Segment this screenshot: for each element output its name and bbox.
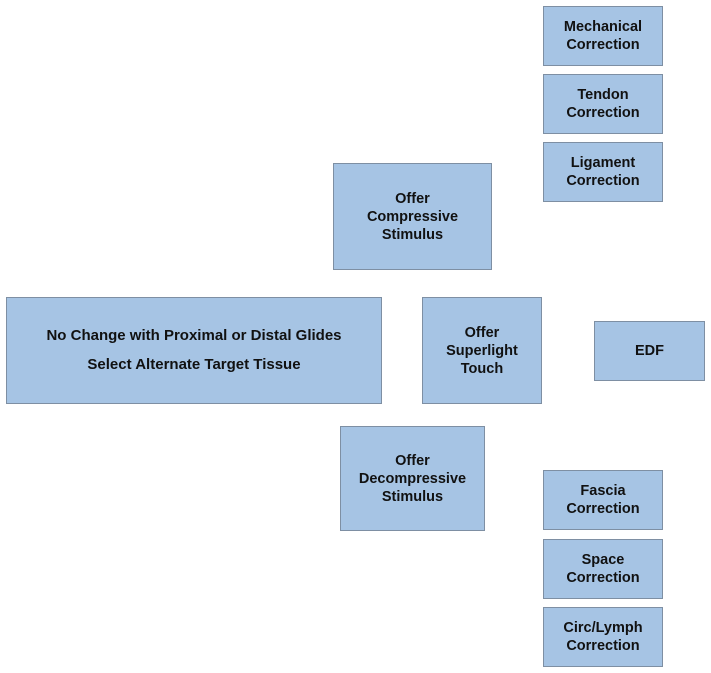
no-change-line-1: No Change with Proximal or Distal Glides [46, 327, 342, 344]
circ-lymph-correction-box: Circ/Lymph Correction [543, 607, 663, 667]
edf-label: EDF [635, 343, 664, 359]
space-correction-label: Space Correction [566, 552, 640, 586]
offer-compressive-stimulus-label: Offer Compressive Stimulus [366, 190, 459, 243]
tendon-correction-label: Tendon Correction [566, 87, 640, 121]
no-change-box: No Change with Proximal or Distal Glides… [6, 297, 382, 404]
circ-lymph-correction-label: Circ/Lymph Correction [563, 620, 643, 654]
mechanical-correction-box: Mechanical Correction [543, 6, 663, 66]
ligament-correction-label: Ligament Correction [566, 155, 640, 189]
ligament-correction-box: Ligament Correction [543, 142, 663, 202]
offer-superlight-touch-label: Offer Superlight Touch [446, 324, 518, 377]
no-change-line-2: Select Alternate Target Tissue [87, 356, 301, 373]
fascia-correction-label: Fascia Correction [566, 483, 640, 517]
offer-superlight-touch-box: Offer Superlight Touch [422, 297, 542, 404]
offer-compressive-stimulus-box: Offer Compressive Stimulus [333, 163, 492, 270]
offer-decompressive-stimulus-label: Offer Decompressive Stimulus [358, 452, 467, 505]
offer-decompressive-stimulus-box: Offer Decompressive Stimulus [340, 426, 485, 531]
edf-box: EDF [594, 321, 705, 381]
fascia-correction-box: Fascia Correction [543, 470, 663, 530]
space-correction-box: Space Correction [543, 539, 663, 599]
tendon-correction-box: Tendon Correction [543, 74, 663, 134]
mechanical-correction-label: Mechanical Correction [563, 19, 643, 53]
